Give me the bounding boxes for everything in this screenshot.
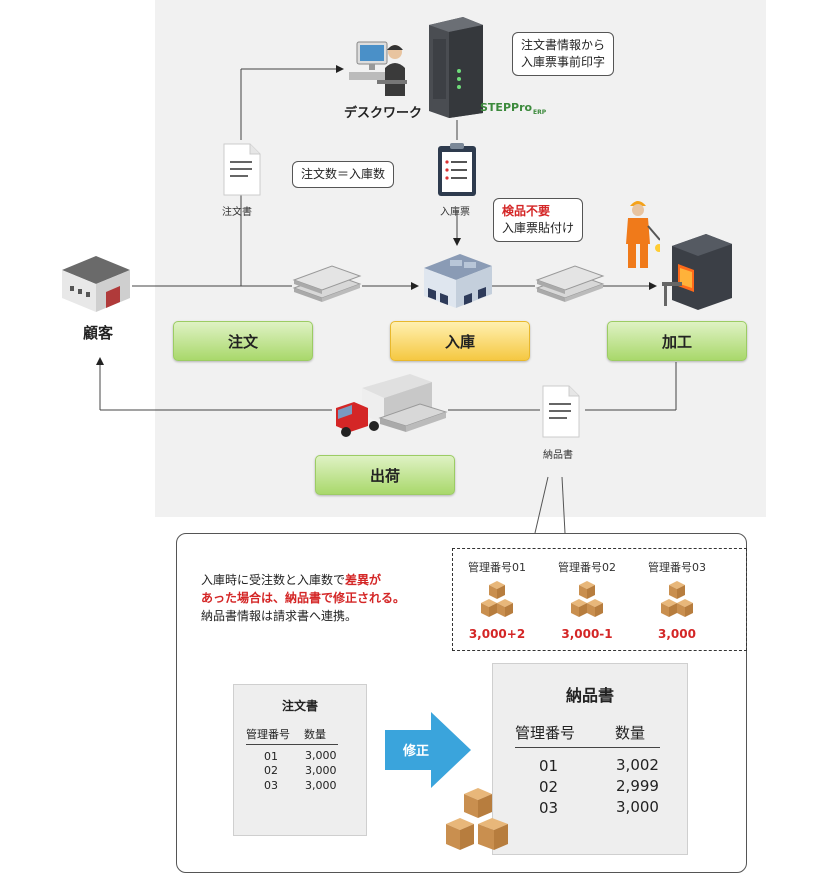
correction-note: 入庫時に受注数と入庫数で差異が あった場合は、納品書で修正される。 納品書情報は… [201, 571, 405, 625]
product-summary-box [452, 548, 747, 651]
boxes-icon [571, 581, 603, 617]
product-label: 管理番号03 [648, 561, 706, 574]
steel-plates-processed-icon [535, 265, 605, 302]
correction-arrow-label: 修正 [403, 744, 430, 759]
server-icon [429, 17, 483, 118]
order-sheet-col-id: 管理番号 [246, 726, 304, 745]
stage-order: 注文 [173, 321, 313, 361]
note-highlight: 差異が [345, 573, 382, 587]
delivery-document-icon [542, 385, 580, 438]
order-document-icon [223, 143, 261, 196]
delivery-document-label: 納品書 [543, 450, 573, 461]
boxes-icon [481, 581, 513, 617]
customer-label: 顧客 [83, 324, 114, 342]
note-line1: 入庫時に受注数と入庫数で [201, 573, 346, 587]
correction-arrow [385, 712, 471, 788]
large-boxes-icon [446, 788, 508, 850]
furnace-icon [662, 234, 732, 310]
order-document-label: 注文書 [222, 207, 252, 218]
desk-label: デスクワーク [344, 106, 423, 121]
delivery-sheet-title: 納品書 [565, 686, 614, 705]
receipt-slip-icon [438, 143, 476, 196]
erp-callout: 注文書情報から 入庫票事前印字 [512, 32, 615, 76]
product-label: 管理番号02 [558, 561, 616, 574]
order-sheet-title: 注文書 [281, 699, 318, 713]
delivery-sheet-col-qty: 数量 [615, 722, 660, 748]
product-qty: 3,000-1 [561, 627, 613, 641]
note-line2: あった場合は、納品書で修正される。 [201, 591, 406, 605]
steel-plates-icon [292, 265, 362, 302]
factory-worker-icon [626, 201, 660, 268]
order-sheet-col-qty: 数量 [304, 726, 338, 745]
product-qty: 3,000 [658, 627, 696, 641]
stage-processing: 加工 [607, 321, 747, 361]
boxes-icon [661, 581, 693, 617]
note-line3: 納品書情報は請求書へ連携。 [201, 609, 358, 623]
desk-worker-icon [349, 41, 407, 96]
quantity-callout: 注文数＝入庫数 [292, 161, 395, 188]
product-qty: 3,000+2 [468, 627, 526, 641]
warehouse-icon [424, 254, 492, 308]
inspection-callout: 検品不要 入庫票貼付け [493, 198, 584, 242]
receipt-slip-label: 入庫票 [440, 207, 470, 218]
product-label: 管理番号01 [468, 561, 526, 574]
stage-receiving: 入庫 [390, 321, 530, 361]
delivery-truck-icon [336, 374, 448, 437]
customer-building-icon [62, 256, 130, 312]
stage-shipping: 出荷 [315, 455, 455, 495]
erp-logo: STEPProERP [480, 101, 547, 117]
delivery-sheet-col-id: 管理番号 [515, 722, 616, 748]
